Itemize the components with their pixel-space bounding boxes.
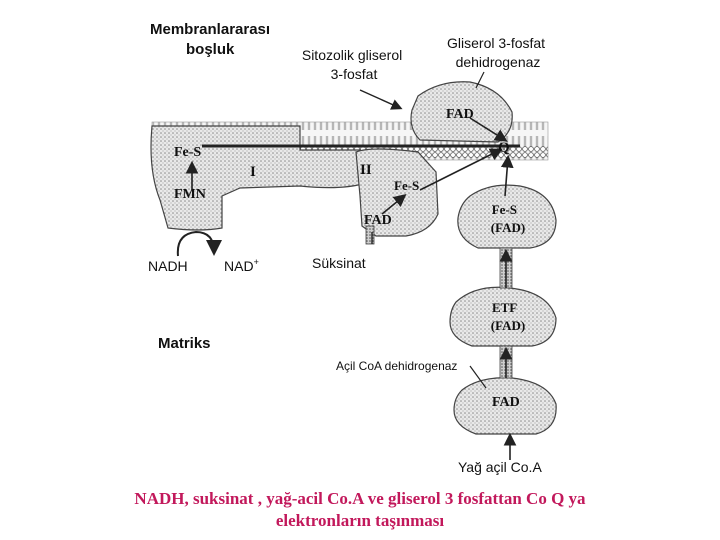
g3p-dehydrogenase-label-2: dehidrogenaz [456, 54, 541, 70]
cytosolic-glycerol-label-1: Sitozolik gliserol [302, 47, 402, 63]
fatty-acyl-coa-label: Yağ açil Co.A [458, 459, 542, 475]
fesfad-to-q-arrow [500, 154, 514, 197]
electron-transport-diagram: Membranlararası boşluk Sitozolik glisero… [148, 21, 557, 475]
intermembrane-label-1: Membranlararası [150, 21, 270, 38]
fes-to-q-arrow [419, 148, 503, 191]
g3p-dehydrogenase-pointer [475, 71, 485, 89]
svg-text:Fe-S (FAD): Fe-S (FAD) [491, 202, 525, 235]
q-label: Q [498, 140, 510, 156]
matrix-label: Matriks [158, 335, 211, 352]
g3p-dehydrogenase-label-1: Gliserol 3-fosfat [447, 35, 545, 51]
etf-fad-label-1: ETF [492, 300, 517, 315]
cytosolic-glycerol-label-2: 3-fosfat [331, 66, 378, 82]
complex-i [150, 125, 363, 231]
svg-text:ETF (FAD): ETF (FAD) [491, 300, 525, 333]
complex-ii-anchor [365, 225, 375, 245]
acyl-coa-dh-pointer [469, 365, 487, 389]
succinate-label: Süksinat [312, 255, 366, 271]
svg-text:Membranlararası boşluk: Membranlararası boşluk [150, 21, 274, 58]
fes-complex1-label: Fe-S [174, 145, 201, 160]
etf-fad-label-2: (FAD) [491, 318, 525, 333]
complex-ii [355, 148, 439, 237]
fmn-label: FMN [174, 187, 206, 202]
fes-complex2-label: Fe-S [394, 178, 419, 193]
intermembrane-label-2: boşluk [186, 41, 235, 58]
complex-ii-label: II [360, 162, 372, 178]
fes-fad-protein [457, 184, 557, 249]
fes-fad-label-2: (FAD) [491, 220, 525, 235]
nadh-label: NADH [148, 258, 188, 274]
g3p-dehydrogenase-shape [410, 81, 513, 143]
nad-plus-text: NAD [224, 258, 254, 274]
nad-plus-superscript: + [254, 257, 259, 267]
svg-text:Sitozolik gliserol 3-fosfa: Sitozolik gliserol 3-fosfat [302, 47, 406, 82]
fad-bottom-label: FAD [492, 395, 520, 410]
caption-line-1: NADH, suksinat , yağ-acil Co.A ve gliser… [134, 489, 586, 508]
acyl-coa-dehydrogenase-label: Açil CoA dehidrogenaz [336, 359, 457, 373]
fad-to-fes-arrow [381, 193, 407, 215]
caption-line-2: elektronların taşınması [275, 511, 445, 530]
g3p-input-arrow [359, 89, 403, 110]
nad-plus-label: NAD+ [224, 257, 259, 274]
etf-fad-protein [449, 286, 557, 347]
svg-text:Gliserol 3-fosfat dehidrog: Gliserol 3-fosfat dehidrogenaz [447, 35, 549, 70]
fes-fad-label-1: Fe-S [492, 202, 517, 217]
fad-to-q-arrow [469, 117, 508, 142]
fad-top-label: FAD [446, 107, 474, 122]
complex-i-label: I [250, 164, 256, 180]
nadh-nad-curved-arrow [176, 230, 222, 257]
fad-complex2-label: FAD [364, 213, 392, 228]
caption: NADH, suksinat , yağ-acil Co.A ve gliser… [60, 488, 660, 532]
